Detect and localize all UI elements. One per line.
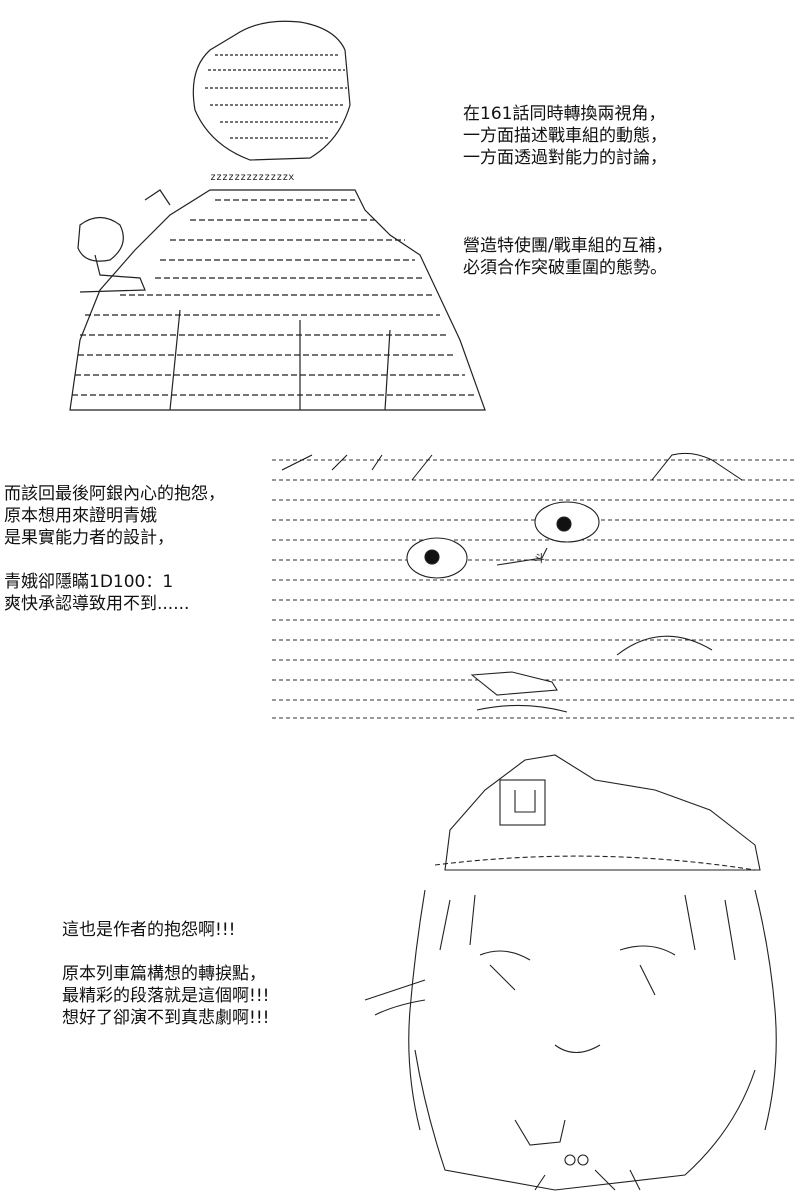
right-eye-pupil [556,516,572,532]
panel-1-caption: 在161話同時轉換兩視角， 一方面描述戰車組的動態， 一方面透過對能力的討論， … [463,103,673,279]
caption-line: 一方面描述戰車組的動態， [463,126,667,146]
caption-line: 想好了卻演不到真悲劇啊!!! [62,1008,270,1028]
hat-emblem [499,779,546,826]
left-eye-pupil [424,549,440,565]
ascii-art-shocked-face: 斗 [272,450,794,725]
caption-line: 一方面透過對能力的討論， [463,148,667,168]
caption-line: 是果實能力者的設計， [4,528,174,548]
panel-2: 而該回最後阿銀內心的抱怨， 原本想用來證明青娥 是果實能力者的設計， 青娥卻隱瞞… [0,440,800,730]
panel-3: 這也是作者的抱怨啊!!! 原本列車篇構想的轉捩點， 最精彩的段落就是這個啊!!!… [0,740,800,1200]
caption-line: 在161話同時轉換兩視角， [463,104,666,124]
ascii-label: 斗 [534,552,545,565]
caption-line: 而該回最後阿銀內心的抱怨， [4,484,225,504]
caption-line: 這也是作者的抱怨啊!!! [62,920,236,940]
caption-line: 青娥卻隱瞞1D100：1 [4,572,174,592]
caption-line: 爽快承認導致用不到...... [4,594,190,614]
panel-2-caption: 而該回最後阿銀內心的抱怨， 原本想用來證明青娥 是果實能力者的設計， 青娥卻隱瞞… [4,483,225,615]
caption-line: 原本列車篇構想的轉捩點， [62,964,266,984]
panel-3-caption: 這也是作者的抱怨啊!!! 原本列車篇構想的轉捩點， 最精彩的段落就是這個啊!!!… [62,919,269,1029]
caption-line: 原本想用來證明青娥 [4,506,157,526]
caption-line: 最精彩的段落就是這個啊!!! [62,986,270,1006]
panel-1: zzzzzzzzzzzzzx 在161話同時轉 [0,0,800,430]
caption-line: 必須合作突破重圍的態勢。 [463,258,667,278]
ascii-art-crying-girl-with-hat [355,750,790,1195]
ascii-label: zzzzzzzzzzzzzx [210,172,294,183]
caption-line: 營造特使團/戰車組的互補， [463,236,673,256]
ascii-art-character-from-behind: zzzzzzzzzzzzzx [60,10,490,425]
